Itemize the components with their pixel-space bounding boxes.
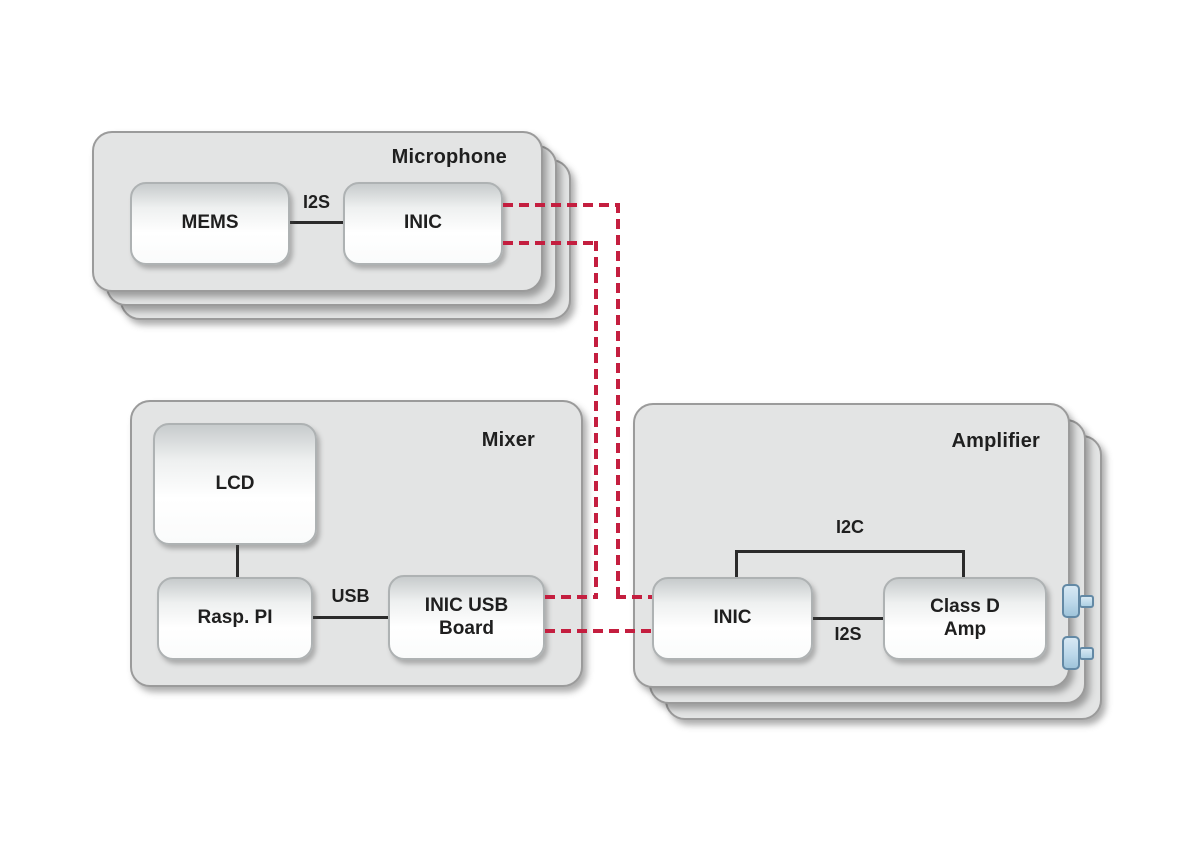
net-mic-to-mixer-vertical-segment bbox=[594, 241, 598, 599]
microphone-inic-box: INIC bbox=[343, 182, 503, 265]
speaker-connector-icon-2 bbox=[1062, 636, 1094, 670]
mixer-usb-label: USB bbox=[331, 586, 370, 606]
class-d-amp-label-line1: Class D bbox=[930, 596, 1000, 618]
net-mic-to-amp-entry-segment bbox=[616, 595, 652, 599]
microphone-inic-label: INIC bbox=[404, 212, 442, 234]
amplifier-i2s-label: I2S bbox=[834, 624, 862, 644]
amplifier-block: Amplifier INIC Class D Amp I2C I2S bbox=[633, 403, 1102, 720]
rasp-pi-box: Rasp. PI bbox=[157, 577, 313, 660]
mems-inic-i2s-line bbox=[290, 221, 343, 224]
net-mic-to-mixer-top-segment bbox=[503, 241, 598, 245]
net-mic-to-mixer-entry-segment bbox=[545, 595, 598, 599]
class-d-amp-box: Class D Amp bbox=[883, 577, 1047, 660]
mixer-title: Mixer bbox=[481, 429, 535, 451]
speaker-connector-icon-1 bbox=[1062, 584, 1094, 618]
amplifier-inic-label: INIC bbox=[713, 607, 752, 629]
speaker-connector-tab-1 bbox=[1079, 595, 1094, 608]
inic-usb-board-label-line2: Board bbox=[439, 617, 494, 639]
net-mixer-to-amp-segment bbox=[545, 629, 652, 633]
amplifier-i2c-label: I2C bbox=[835, 517, 864, 537]
mems-box: MEMS bbox=[130, 182, 290, 265]
amplifier-title: Amplifier bbox=[951, 430, 1040, 452]
speaker-connector-tab-2 bbox=[1079, 647, 1094, 660]
microphone-block: Microphone MEMS INIC I2S bbox=[92, 131, 571, 320]
inic-classd-i2c-line bbox=[735, 550, 965, 577]
net-mic-to-amp-top-segment bbox=[503, 203, 620, 207]
lcd-rasp-pi-line bbox=[236, 545, 239, 577]
rasp-pi-usb-line bbox=[313, 616, 388, 619]
class-d-amp-label-line2: Amp bbox=[943, 618, 987, 640]
net-mic-to-amp-vertical-segment bbox=[616, 203, 620, 599]
lcd-label: LCD bbox=[215, 472, 255, 494]
mixer-block: Mixer LCD Rasp. PI INIC USB Board USB bbox=[130, 400, 583, 687]
lcd-box: LCD bbox=[153, 423, 317, 545]
inic-usb-board-box: INIC USB Board bbox=[388, 575, 545, 660]
microphone-i2s-label: I2S bbox=[302, 192, 331, 212]
inic-classd-i2s-line bbox=[813, 617, 883, 620]
microphone-title: Microphone bbox=[391, 146, 507, 168]
rasp-pi-label: Rasp. PI bbox=[197, 607, 273, 629]
mems-label: MEMS bbox=[181, 212, 239, 234]
inic-usb-board-label-line1: INIC USB bbox=[424, 595, 509, 617]
amplifier-inic-box: INIC bbox=[652, 577, 813, 660]
